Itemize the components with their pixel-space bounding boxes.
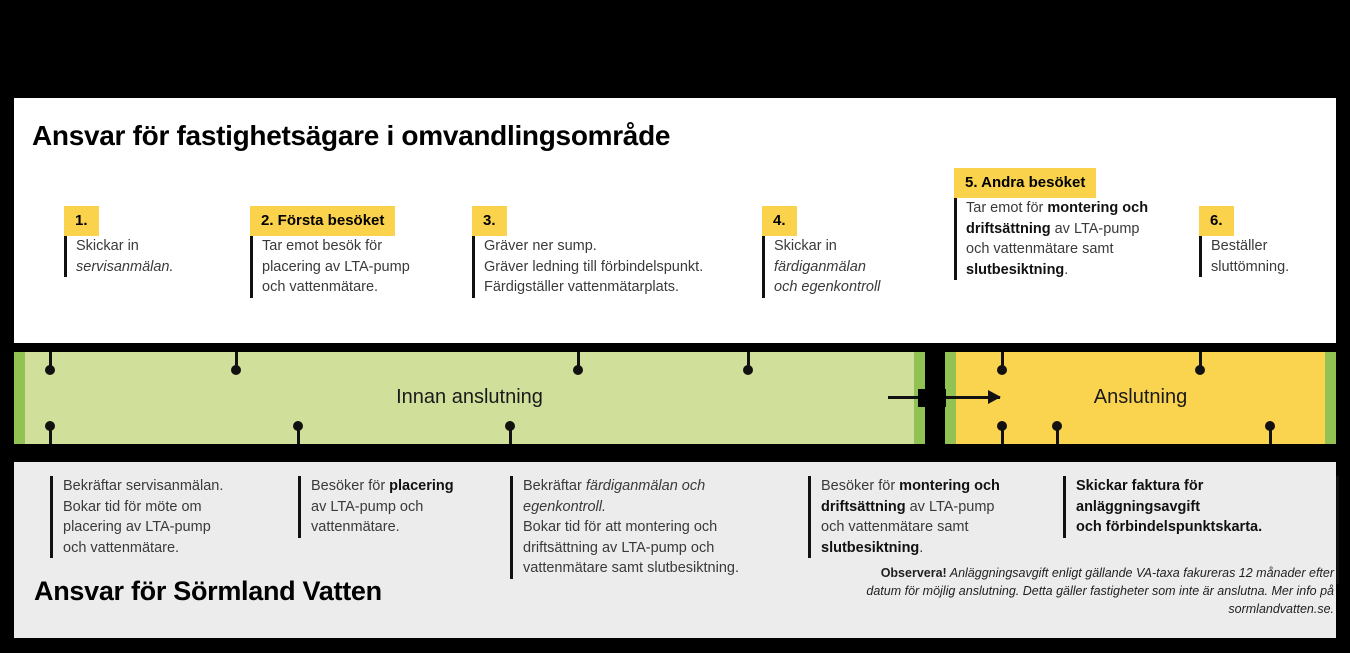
responsibility-col-1: Bekräftar servisanmälan.Bokar tid för mö…	[50, 476, 301, 559]
sormland-vatten-panel: Bekräftar servisanmälan.Bokar tid för mö…	[14, 462, 1339, 638]
step-2-badge: 2. Första besöket	[250, 206, 396, 236]
step-1-badge: 1.	[64, 206, 99, 236]
bottom-panel-title: Ansvar för Sörmland Vatten	[34, 576, 382, 606]
step-5: 5. Andra besöket Tar emot för montering …	[954, 168, 1194, 281]
property-owner-panel: Ansvar för fastighetsägare i omvandlings…	[14, 98, 1336, 343]
yellow-right-edge	[1325, 352, 1336, 444]
page-title: Ansvar för fastighetsägare i omvandlings…	[32, 120, 671, 151]
timeline-phase-before: Innan anslutning	[14, 352, 925, 444]
step-6-badge: 6.	[1199, 206, 1234, 236]
right-arrow-icon	[888, 389, 1001, 407]
observera-note: Observera! Anläggningsavgift enligt gäll…	[866, 566, 1334, 617]
step-3: 3. Gräver ner sump.Gräver ledning till f…	[472, 206, 758, 298]
phase-connection-label: Anslutning	[1093, 386, 1188, 408]
step-5-badge: 5. Andra besöket	[954, 168, 1097, 198]
responsibility-end-divider	[1336, 476, 1339, 584]
phase-before-label: Innan anslutning	[396, 386, 543, 408]
step-3-badge: 3.	[472, 206, 507, 236]
step-4-badge: 4.	[762, 206, 797, 236]
timeline-phase-connection: Anslutning	[945, 352, 1336, 444]
green-left-edge	[14, 352, 25, 444]
step-3-body: Gräver ner sump.Gräver ledning till förb…	[472, 236, 758, 298]
